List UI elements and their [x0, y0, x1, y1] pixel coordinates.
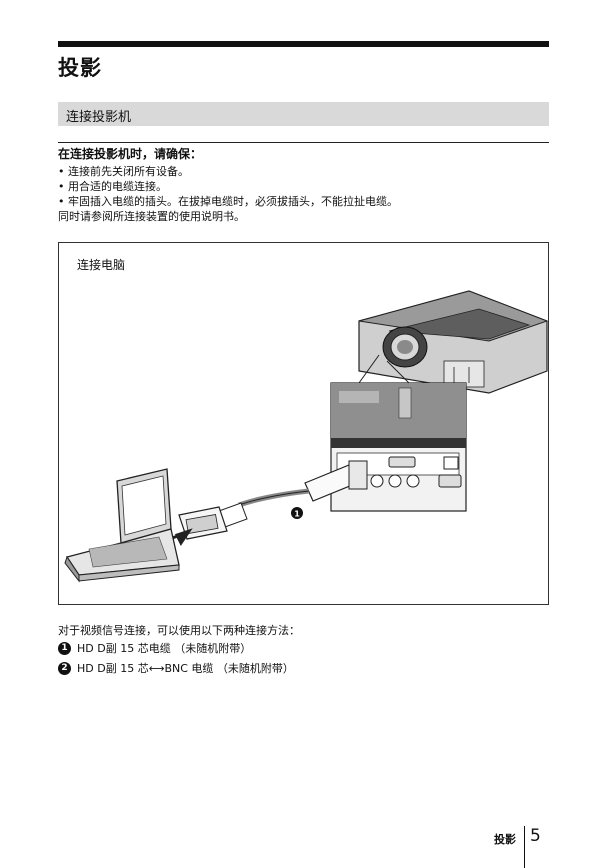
option-item: 1 HD D副 15 芯电缆 （未随机附带）	[58, 640, 251, 656]
bullet-item: • 连接前先关闭所有设备。	[58, 165, 189, 178]
divider	[58, 142, 549, 143]
callout-marker	[291, 507, 303, 519]
top-rule	[58, 41, 549, 47]
figure-box: 连接电脑	[58, 242, 549, 605]
number-badge: 1	[58, 641, 71, 655]
page-title: 投影	[58, 56, 102, 80]
options-intro: 对于视频信号连接，可以使用以下两种连接方法：	[58, 624, 300, 637]
projector-icon	[358, 290, 548, 394]
connection-illustration: 1	[64, 290, 548, 583]
bullet-item: • 牢固插入电缆的插头。在拔掉电缆时，必须拔插头，不能拉扯电缆。	[58, 195, 398, 208]
callout-number: 1	[294, 510, 300, 519]
bullet-item: • 用合适的电缆连接。	[58, 180, 167, 193]
option-text: HD D副 15 芯电缆 （未随机附带）	[77, 642, 252, 655]
option-text: HD D副 15 芯⟷BNC 电缆 （未随机附带）	[77, 662, 294, 675]
vga-cable-icon	[178, 460, 368, 540]
number-badge: 2	[58, 661, 71, 675]
section-title: 连接投影机	[66, 110, 132, 125]
connector-panel-icon	[330, 382, 467, 512]
figure-title: 连接电脑	[77, 258, 126, 272]
check-heading: 在连接投影机时，请确保：	[58, 147, 203, 161]
page-number: 5	[530, 826, 541, 846]
laptop-icon	[64, 468, 180, 583]
footer-divider	[524, 826, 525, 868]
note-line: 同时请参阅所连接装置的使用说明书。	[58, 210, 245, 223]
bullet-list: • 连接前先关闭所有设备。 • 用合适的电缆连接。 • 牢固插入电缆的插头。在拔…	[58, 164, 398, 224]
section-bar: 连接投影机	[58, 102, 549, 126]
footer-section-label: 投影	[494, 833, 516, 846]
option-item: 2 HD D副 15 芯⟷BNC 电缆 （未随机附带）	[58, 660, 294, 676]
